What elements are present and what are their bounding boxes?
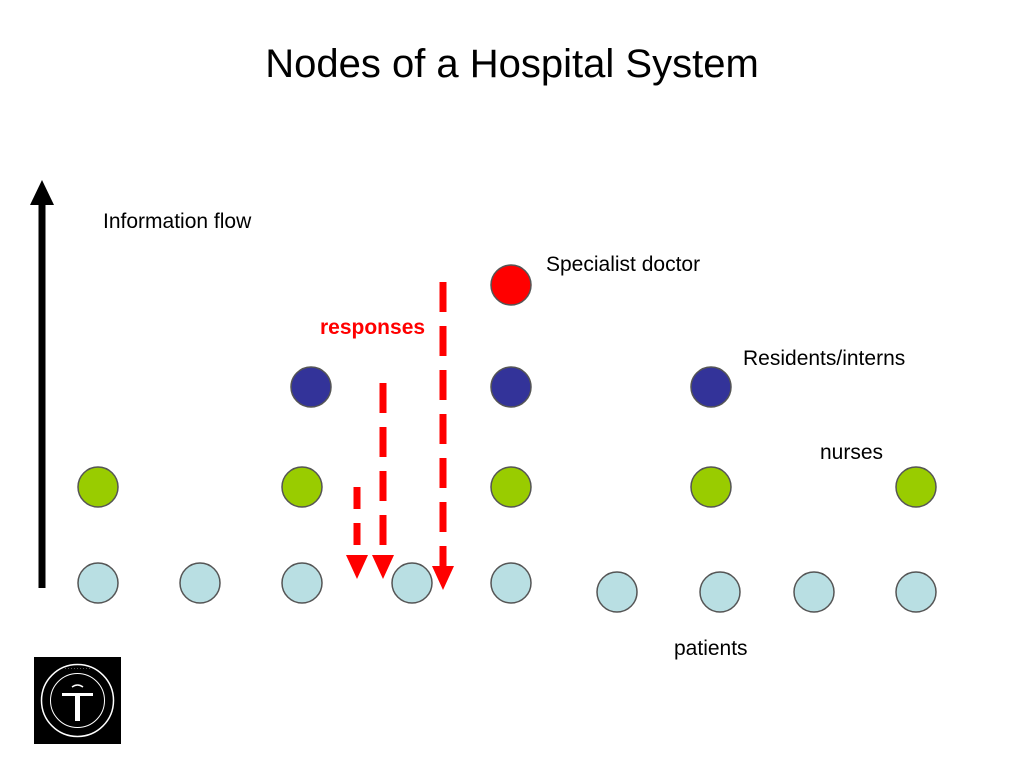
patient-node bbox=[895, 571, 937, 613]
nurses-nodes bbox=[77, 466, 937, 508]
patients-label: patients bbox=[674, 637, 748, 660]
patient-node bbox=[490, 562, 532, 604]
response-arrow bbox=[432, 282, 454, 590]
responses-label: responses bbox=[320, 316, 426, 339]
slide-title: Nodes of a Hospital System bbox=[265, 42, 759, 86]
institution-seal-icon: · · · · · · · · · bbox=[34, 657, 121, 744]
nurse-node bbox=[77, 466, 119, 508]
patient-node bbox=[699, 571, 741, 613]
patient-node bbox=[179, 562, 221, 604]
response-arrow bbox=[372, 383, 394, 579]
specialist-node bbox=[490, 264, 532, 306]
information-flow-arrow-head bbox=[30, 180, 54, 205]
nurse-node bbox=[690, 466, 732, 508]
nurse-node bbox=[281, 466, 323, 508]
patient-node bbox=[77, 562, 119, 604]
information-flow-arrow bbox=[30, 180, 54, 588]
patient-node bbox=[793, 571, 835, 613]
response-arrow bbox=[346, 487, 368, 579]
svg-text:· · · · · · · · ·: · · · · · · · · · bbox=[64, 666, 90, 672]
residents-interns-label: Residents/interns bbox=[743, 347, 906, 370]
patients-nodes bbox=[77, 562, 937, 613]
residents-nodes bbox=[290, 366, 732, 408]
patient-node bbox=[281, 562, 323, 604]
patient-node bbox=[596, 571, 638, 613]
resident-node bbox=[490, 366, 532, 408]
resident-node bbox=[290, 366, 332, 408]
information-flow-label: Information flow bbox=[103, 210, 252, 233]
response-arrows bbox=[346, 282, 454, 590]
resident-node bbox=[690, 366, 732, 408]
patient-node bbox=[391, 562, 433, 604]
nurse-node bbox=[490, 466, 532, 508]
specialist-doctor-label: Specialist doctor bbox=[546, 253, 701, 276]
nurses-label: nurses bbox=[820, 441, 884, 464]
nurse-node bbox=[895, 466, 937, 508]
